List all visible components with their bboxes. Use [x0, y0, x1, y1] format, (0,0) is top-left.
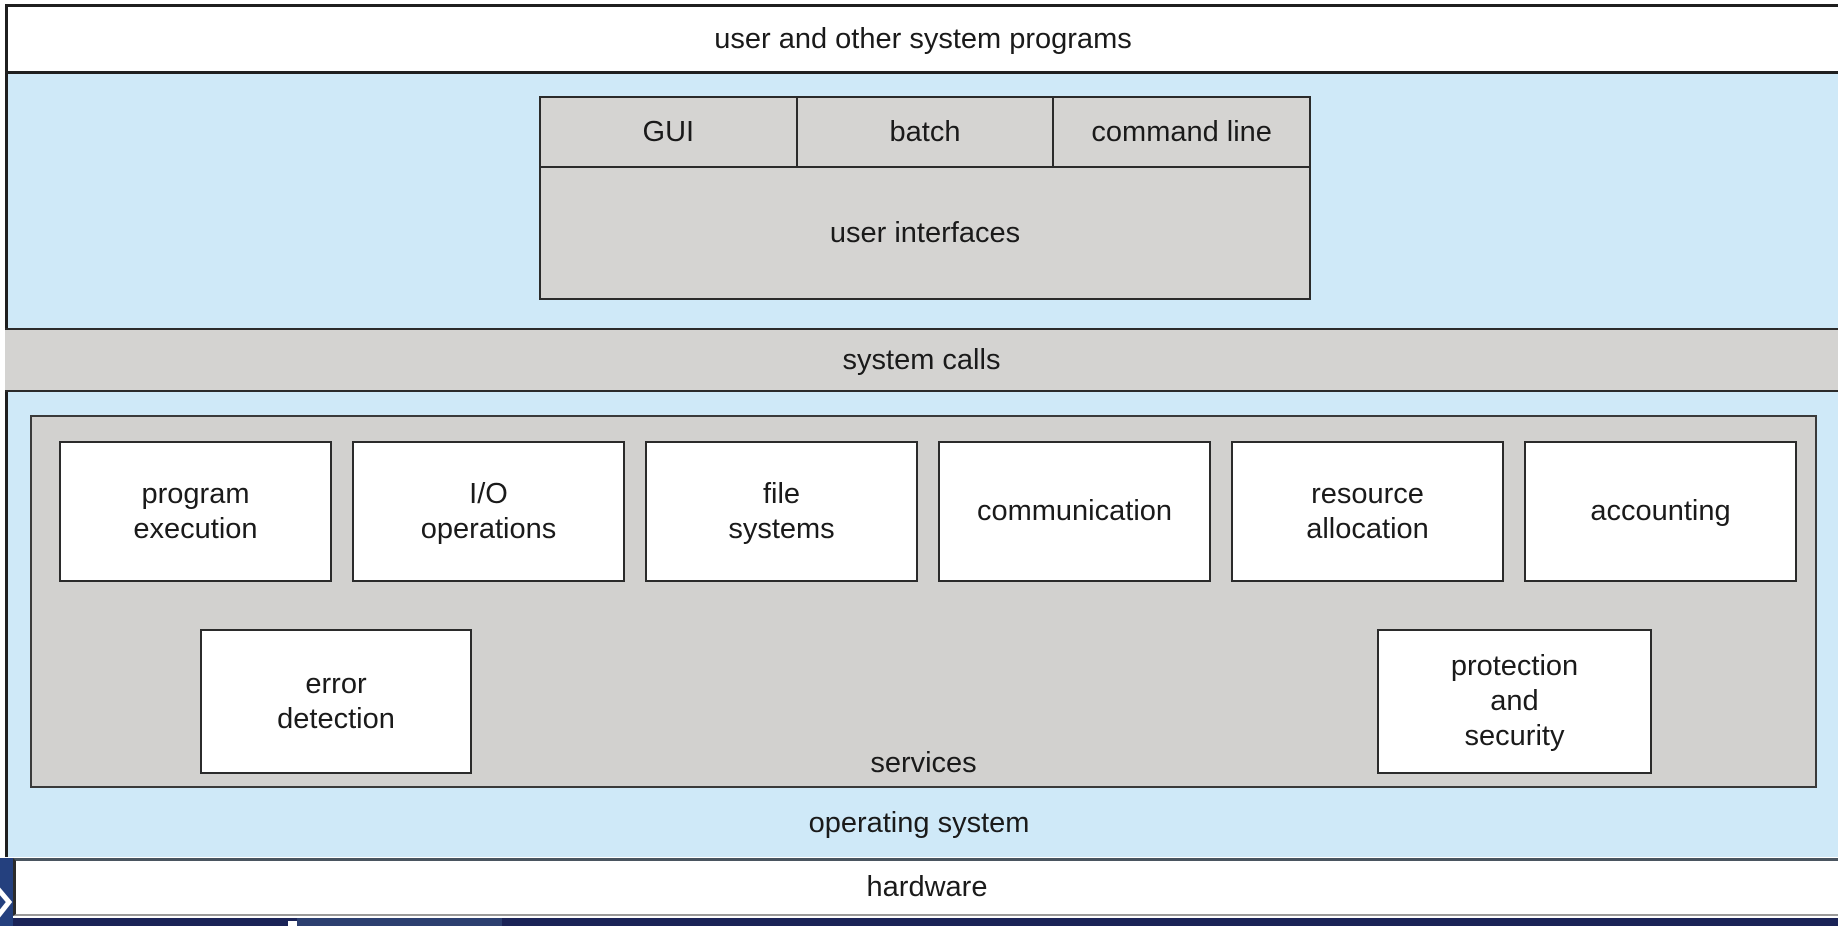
hardware-band: hardware [13, 858, 1838, 916]
service-label-line: resource [1311, 477, 1424, 510]
service-label-line: I/O [469, 477, 508, 510]
user-programs-band: user and other system programs [5, 4, 1838, 74]
service-box-communication: communication [938, 441, 1211, 582]
slide-background-strip [0, 918, 1838, 926]
services-label: services [870, 747, 977, 779]
batch-label: batch [889, 115, 961, 148]
system-calls-label: system calls [842, 343, 1001, 376]
logo-fragment-icon [0, 887, 13, 918]
service-box-accounting: accounting [1524, 441, 1797, 582]
service-label-line: and [1490, 685, 1539, 717]
gui-label: GUI [642, 115, 695, 148]
service-label-line: systems [728, 512, 835, 545]
service-label-line: accounting [1590, 495, 1731, 527]
hardware-label: hardware [866, 871, 988, 903]
user-programs-label: user and other system programs [714, 22, 1132, 55]
service-label-line: security [1464, 720, 1565, 752]
user-interfaces-label: user interfaces [829, 216, 1021, 249]
service-label-line: communication [976, 495, 1173, 527]
service-label-line: error [305, 667, 367, 700]
command-line-cell: command line [1054, 98, 1309, 166]
service-box-io-operations: I/O operations [352, 441, 625, 582]
system-calls-band: system calls [5, 328, 1838, 392]
user-interfaces-box: GUI batch command line user interfaces [539, 96, 1311, 300]
service-box-program-execution: program execution [59, 441, 332, 582]
service-label-line: execution [133, 512, 258, 545]
slide-background-notch [288, 921, 297, 926]
user-interfaces-label-area: user interfaces [541, 168, 1309, 298]
services-container: program execution I/O operations file sy… [30, 415, 1817, 788]
operating-system-label: operating system [808, 806, 1030, 839]
service-label-line: file [762, 477, 801, 510]
batch-cell: batch [795, 98, 1055, 166]
service-box-protection-security: protection and security [1377, 629, 1652, 774]
service-box-file-systems: file systems [645, 441, 918, 582]
service-box-resource-allocation: resource allocation [1231, 441, 1504, 582]
slide-background-left-strip [0, 858, 13, 926]
service-box-error-detection: error detection [200, 629, 472, 774]
service-label-line: program [141, 477, 250, 510]
service-label-line: operations [420, 512, 557, 545]
services-label-area: services [32, 747, 1815, 780]
operating-system-label-area: operating system [0, 805, 1838, 841]
interface-types-row: GUI batch command line [541, 98, 1309, 168]
slide-background-strip-light [297, 918, 502, 926]
service-label-line: protection [1450, 650, 1579, 682]
service-label-line: allocation [1306, 512, 1429, 545]
service-label-line: detection [277, 702, 395, 735]
command-line-label: command line [1091, 115, 1272, 148]
gui-cell: GUI [541, 98, 796, 166]
